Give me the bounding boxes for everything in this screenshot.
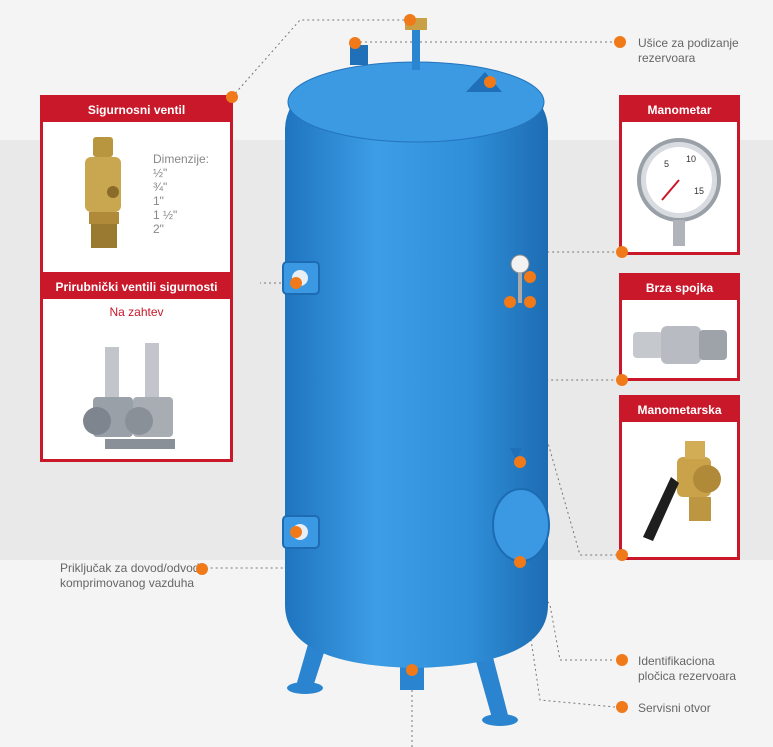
dimension-item: 1" xyxy=(153,194,164,208)
callout-dot xyxy=(514,556,526,568)
safety-valve-box: Sigurnosni ventil Dimenzije: ½" ¾" 1" 1 … xyxy=(40,95,233,275)
callout-dot xyxy=(484,76,496,88)
service-opening-label: Servisni otvor xyxy=(638,701,711,715)
callout-dot xyxy=(290,526,302,538)
callout-dot xyxy=(504,296,516,308)
label-line: Priključak za dovod/odvod xyxy=(60,561,200,575)
lifting-eyes-label: Ušice za podizanje rezervoara xyxy=(638,36,739,66)
callout-dot xyxy=(349,37,361,49)
tank-body xyxy=(285,65,548,668)
flange-valves-box: Prirubnički ventili sigurnosti Na zahtev xyxy=(40,272,233,462)
manometer-valve-image xyxy=(643,441,721,541)
callout-dot xyxy=(404,14,416,26)
callout-dot xyxy=(616,701,628,713)
callout-dot xyxy=(616,654,628,666)
callout-dot xyxy=(616,549,628,561)
dimension-item: ¾" xyxy=(153,180,168,194)
manometer-valve-title: Manometarska slavina xyxy=(622,398,737,441)
quick-coupling-box: Brza spojka xyxy=(619,273,740,381)
dimension-item: ½" xyxy=(153,166,168,180)
callout-dot xyxy=(524,271,536,283)
label-line: Identifikaciona xyxy=(638,654,715,668)
dial-number: 10 xyxy=(686,154,696,164)
safety-valve-image xyxy=(85,137,121,248)
label-line: rezervoara xyxy=(638,51,696,65)
label-line: Ušice za podizanje xyxy=(638,36,739,50)
flange-valves-image xyxy=(83,343,175,449)
quick-coupling-title: Brza spojka xyxy=(622,276,737,300)
manometer-valve-box: Manometarska slavina xyxy=(619,395,740,560)
callout-dot xyxy=(524,296,536,308)
callout-dot xyxy=(406,664,418,676)
callout-dot xyxy=(196,563,208,575)
dimension-item: 1 ½" xyxy=(153,208,178,222)
label-line: pločica rezervoara xyxy=(638,669,737,683)
callout-dot xyxy=(226,91,238,103)
callout-dot xyxy=(616,374,628,386)
label-line: komprimovanog vazduha xyxy=(60,576,195,590)
id-plate-label: Identifikaciona pločica rezervoara xyxy=(638,654,736,684)
quick-coupling-image xyxy=(633,326,727,364)
dimensions-list: Dimenzije: ½" ¾" 1" 1 ½" 2" xyxy=(153,152,209,236)
dimensions-label: Dimenzije: xyxy=(153,152,210,166)
connection-label: Priključak za dovod/odvod komprimovanog … xyxy=(60,561,199,591)
callout-dot xyxy=(616,246,628,258)
callout-dot xyxy=(290,277,302,289)
tank-top xyxy=(287,61,545,143)
dial-number: 5 xyxy=(664,159,669,169)
manometer-title: Manometar xyxy=(622,98,737,122)
dimension-item: 2" xyxy=(153,222,164,236)
dial-number: 15 xyxy=(694,186,704,196)
callout-dot xyxy=(514,456,526,468)
safety-valve-title: Sigurnosni ventil xyxy=(43,98,230,122)
manometer-image: 5 10 15 xyxy=(637,138,721,246)
callout-dot xyxy=(614,36,626,48)
manometer-box: Manometar 5 10 15 xyxy=(619,95,740,255)
flange-valves-title: Prirubnički ventili sigurnosti xyxy=(43,275,230,299)
flange-valves-subtitle: Na zahtev xyxy=(109,305,164,319)
